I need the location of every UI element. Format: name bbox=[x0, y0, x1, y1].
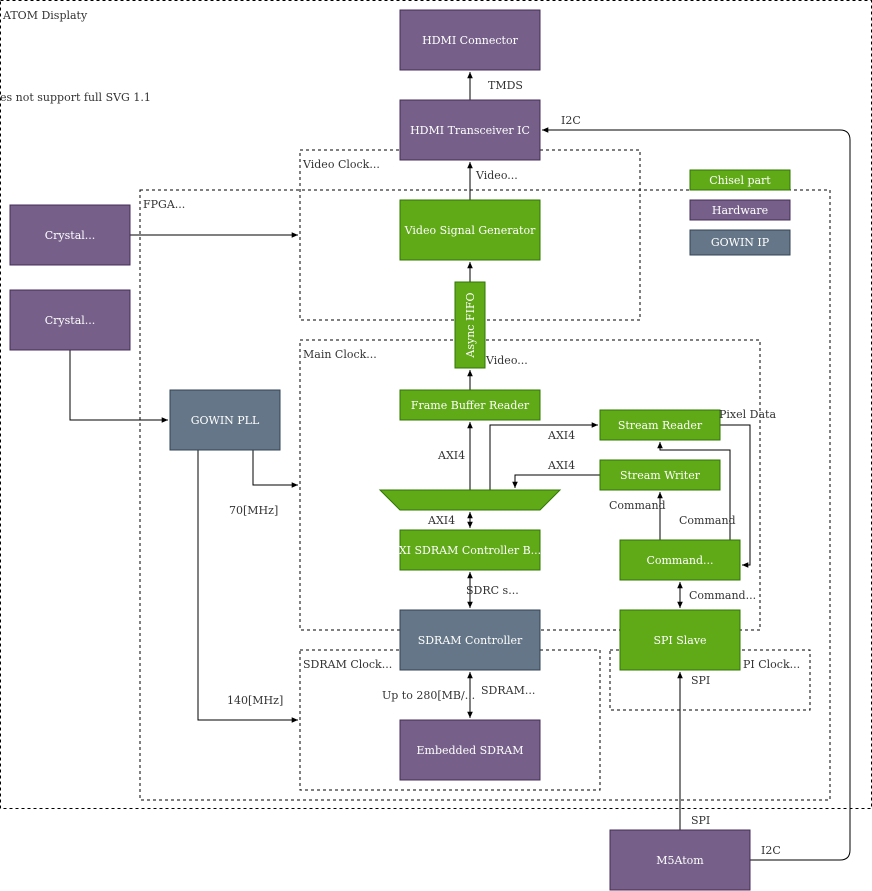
region-fpga: FPGA... bbox=[139, 189, 831, 801]
label-axi4-sr: AXI4 bbox=[547, 429, 575, 442]
label-command-sr: Command bbox=[679, 514, 736, 527]
edge-pixel-data bbox=[720, 424, 751, 568]
label-spi-lower: SPI bbox=[691, 814, 710, 827]
region-sdram-clock-label: SDRAM Clock... bbox=[303, 658, 392, 671]
svg-warning-text: es not support full SVG 1.1 bbox=[0, 91, 151, 104]
label-command-spi: Command... bbox=[689, 589, 756, 602]
svg-text:SDRAM Controller: SDRAM Controller bbox=[418, 634, 523, 647]
svg-text:Video Signal Generator: Video Signal Generator bbox=[404, 224, 536, 237]
svg-text:Stream Reader: Stream Reader bbox=[618, 419, 703, 432]
edge-mux-sr bbox=[489, 422, 598, 490]
svg-text:XI SDRAM Controller B...: XI SDRAM Controller B... bbox=[399, 544, 541, 557]
frame-buffer-reader: Frame Buffer Reader bbox=[399, 389, 541, 421]
svg-text:Stream Writer: Stream Writer bbox=[620, 469, 701, 482]
m5atom: M5Atom bbox=[609, 829, 751, 891]
hdmi-transceiver: HDMI Transceiver IC bbox=[399, 99, 541, 161]
svg-text:Crystal...: Crystal... bbox=[45, 314, 96, 327]
edge-pll-main bbox=[252, 450, 298, 488]
edge-labels: TMDS I2C Video... Video... AXI4 AXI4 AXI… bbox=[227, 79, 781, 857]
svg-text:SPI Slave: SPI Slave bbox=[653, 634, 706, 647]
edge-cmd-sr bbox=[657, 442, 731, 540]
label-spi-upper: SPI bbox=[691, 674, 710, 687]
connectors bbox=[69, 72, 851, 861]
svg-text:Hardware: Hardware bbox=[712, 204, 768, 217]
hdmi-connector: HDMI Connector bbox=[399, 9, 541, 71]
svg-text:HDMI Connector: HDMI Connector bbox=[422, 34, 518, 47]
region-fpga-label: FPGA... bbox=[143, 198, 185, 211]
svg-text:GOWIN PLL: GOWIN PLL bbox=[191, 414, 260, 427]
region-spi-clock: PI Clock... bbox=[609, 649, 811, 711]
region-video-clock-label: Video Clock... bbox=[302, 158, 380, 171]
legend: Chisel part Hardware GOWIN IP bbox=[689, 169, 791, 256]
gowin-pll: GOWIN PLL bbox=[169, 389, 281, 451]
label-pixel-data: Pixel Data bbox=[719, 408, 776, 421]
svg-text:M5Atom: M5Atom bbox=[656, 854, 704, 867]
label-axi4-mux: AXI4 bbox=[427, 514, 455, 527]
video-signal-generator: Video Signal Generator bbox=[399, 199, 541, 261]
edge-pll-sdram bbox=[197, 450, 298, 723]
crystal-video: Crystal... bbox=[9, 204, 131, 266]
edge-sw-mux bbox=[512, 474, 600, 488]
axi-mux bbox=[378, 489, 562, 511]
label-sdrc: SDRC s... bbox=[466, 584, 519, 597]
legend-chisel: Chisel part bbox=[689, 169, 791, 191]
region-atom-display-label: ATOM Displaty bbox=[2, 9, 88, 22]
label-axi4-fbr: AXI4 bbox=[437, 449, 465, 462]
legend-gowin: GOWIN IP bbox=[689, 229, 791, 256]
edge-crystal-pll bbox=[69, 350, 168, 423]
region-spi-clock-label: PI Clock... bbox=[743, 658, 800, 671]
legend-hardware: Hardware bbox=[689, 199, 791, 221]
embedded-sdram: Embedded SDRAM bbox=[399, 719, 541, 781]
stream-reader: Stream Reader bbox=[599, 409, 721, 441]
svg-text:Async FIFO: Async FIFO bbox=[464, 292, 477, 358]
svg-text:Frame Buffer Reader: Frame Buffer Reader bbox=[411, 399, 530, 412]
edge-i2c bbox=[542, 127, 851, 861]
label-video-1: Video... bbox=[475, 169, 518, 182]
svg-text:HDMI Transceiver IC: HDMI Transceiver IC bbox=[410, 124, 530, 137]
svg-text:Command...: Command... bbox=[646, 554, 713, 567]
label-axi4-sw: AXI4 bbox=[547, 459, 575, 472]
command-block: Command... bbox=[619, 539, 741, 581]
label-video-2: Video... bbox=[485, 354, 528, 367]
crystal-main: Crystal... bbox=[9, 289, 131, 351]
svg-text:Crystal...: Crystal... bbox=[45, 229, 96, 242]
sdram-controller: SDRAM Controller bbox=[399, 609, 541, 671]
label-tmds: TMDS bbox=[488, 79, 523, 92]
label-i2c-bottom: I2C bbox=[761, 844, 781, 857]
label-i2c-top: I2C bbox=[561, 114, 581, 127]
region-main-clock-label: Main Clock... bbox=[303, 348, 377, 361]
axi-sdram-controller: XI SDRAM Controller B... bbox=[399, 529, 541, 571]
svg-text:Chisel part: Chisel part bbox=[709, 174, 771, 187]
label-sdram-bus: SDRAM... bbox=[481, 684, 535, 697]
label-140mhz: 140[MHz] bbox=[227, 694, 283, 707]
async-fifo: Async FIFO bbox=[454, 281, 486, 369]
spi-slave: SPI Slave bbox=[619, 609, 741, 671]
svg-text:GOWIN IP: GOWIN IP bbox=[711, 236, 770, 249]
label-command-sw: Command bbox=[609, 499, 666, 512]
label-70mhz: 70[MHz] bbox=[229, 504, 278, 517]
svg-text:Embedded SDRAM: Embedded SDRAM bbox=[417, 744, 524, 757]
stream-writer: Stream Writer bbox=[599, 459, 721, 491]
label-up-to: Up to 280[MB/... bbox=[382, 689, 475, 702]
